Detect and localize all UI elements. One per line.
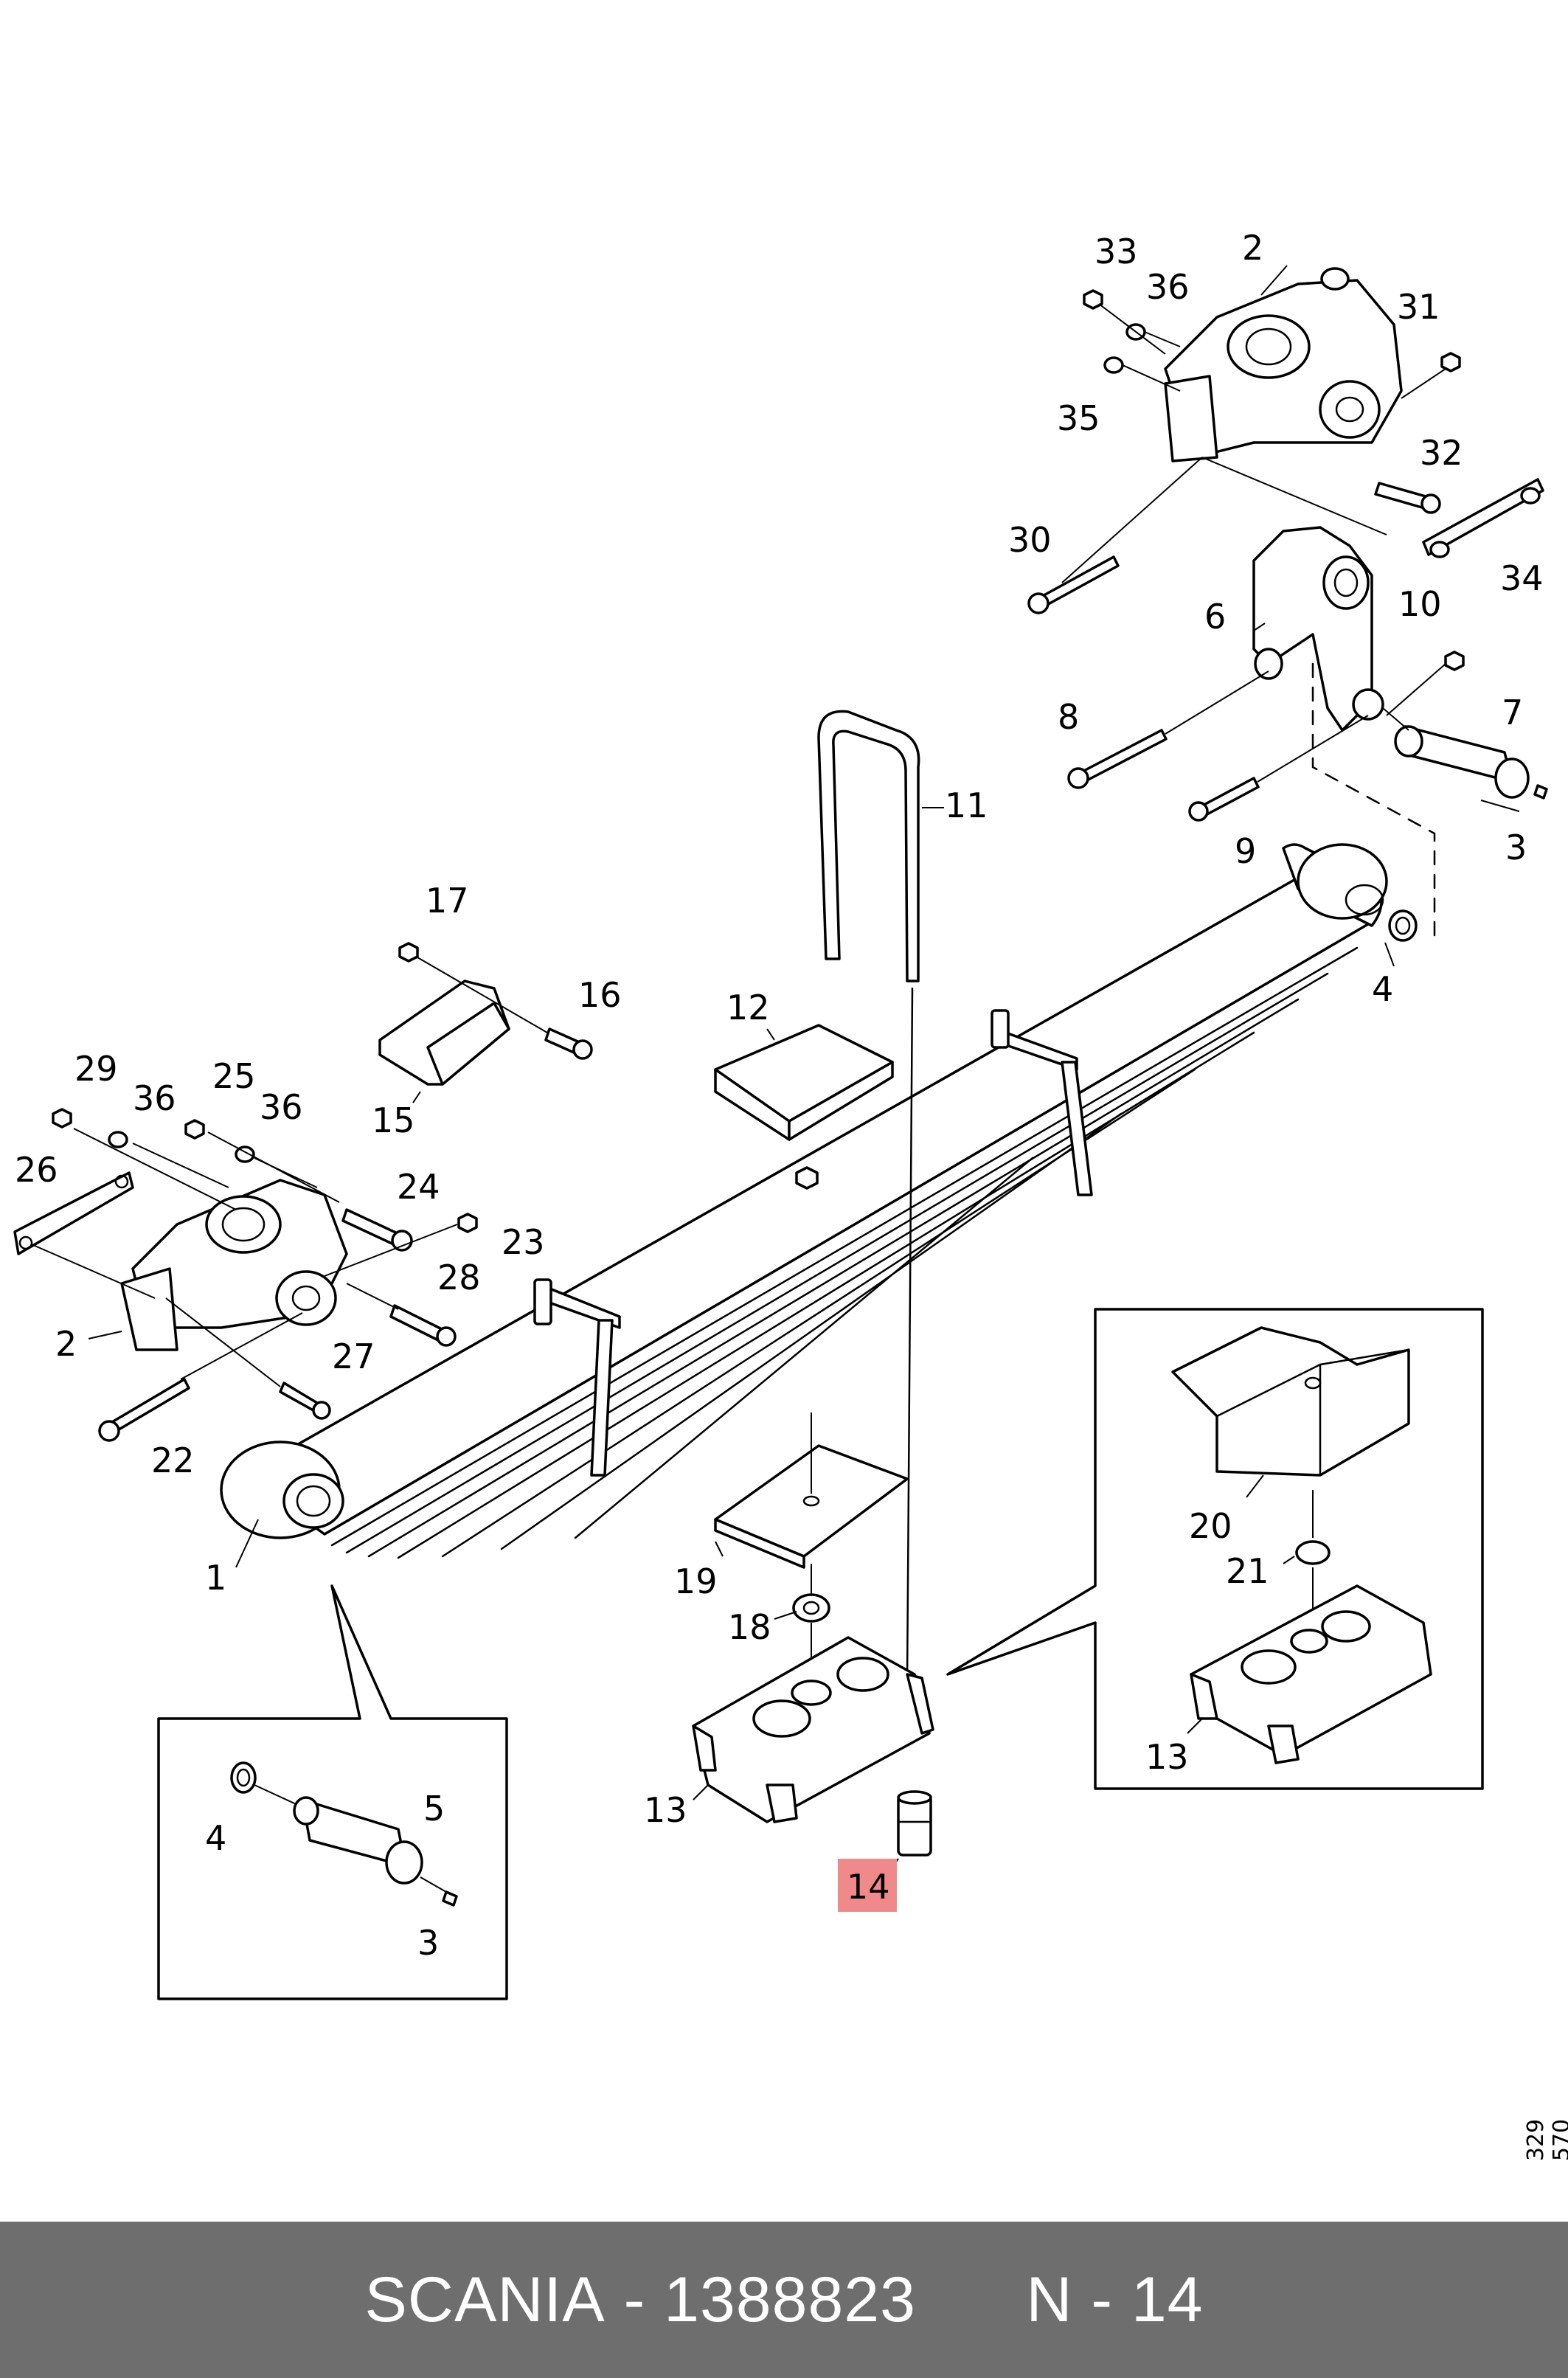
callout-2-rear: 2	[1242, 228, 1263, 268]
u-bolt	[817, 710, 920, 1683]
callout-14: 14	[847, 1867, 890, 1907]
callout-32: 32	[1420, 433, 1463, 473]
callout-36-rear: 36	[1146, 267, 1190, 307]
rear-spring-bracket	[1083, 267, 1461, 462]
callout-25: 25	[212, 1056, 256, 1096]
spring-clamp-front	[533, 1278, 621, 1477]
callout-24: 24	[397, 1167, 440, 1207]
front-spring-bracket	[120, 1179, 348, 1351]
spring-pin-7	[1394, 725, 1548, 800]
callout-15: 15	[372, 1100, 415, 1140]
exploded-parts-diagram: 1 2 2 3 3 4 4 5 6 7 8 9 10 11 12 13 13 1…	[13, 228, 1548, 2000]
callout-27: 27	[332, 1337, 375, 1376]
callout-3-rear: 3	[1505, 828, 1527, 867]
callout-20: 20	[1189, 1506, 1232, 1546]
reference-code: 329 570	[1523, 2118, 1568, 2161]
front-shackle-plate	[13, 1171, 134, 1255]
callout-29: 29	[74, 1049, 118, 1089]
shackle-dashed-outline	[1311, 662, 1436, 938]
callout-4-rear: 4	[1372, 969, 1393, 1009]
callout-6: 6	[1204, 597, 1226, 637]
shackle-6	[1252, 526, 1465, 732]
callout-36-front-b: 36	[260, 1087, 303, 1127]
callout-2-front: 2	[55, 1324, 77, 1364]
callout-21: 21	[1226, 1551, 1269, 1591]
callout-30: 30	[1008, 520, 1052, 560]
callout-35: 35	[1057, 398, 1100, 438]
callout-5: 5	[423, 1789, 445, 1828]
leaf-spring	[220, 843, 1388, 1559]
callout-10: 10	[1398, 584, 1442, 624]
callout-1: 1	[205, 1558, 226, 1598]
washer-4-rear	[1388, 909, 1418, 942]
spring-pad	[714, 1024, 894, 1190]
front-bolts	[52, 1108, 478, 1442]
callout-31: 31	[1397, 287, 1440, 327]
spring-plate	[714, 1412, 909, 1601]
callout-36-front-a: 36	[133, 1078, 176, 1118]
callout-9: 9	[1235, 831, 1256, 871]
rear-bolts	[1027, 478, 1544, 614]
callout-19: 19	[674, 1561, 718, 1601]
callout-34: 34	[1500, 558, 1544, 598]
callout-17: 17	[426, 881, 469, 921]
callout-13-detail: 13	[1145, 1737, 1189, 1777]
callout-11: 11	[945, 786, 988, 825]
footer-gap	[916, 2264, 1026, 2337]
callout-23: 23	[502, 1222, 545, 1262]
footer-position-label: N - 14	[1026, 2264, 1204, 2335]
callout-3-detail: 3	[417, 1923, 439, 1963]
nut-14	[897, 1790, 932, 1857]
callout-14-highlight	[838, 1859, 897, 1912]
bracket-15	[378, 942, 593, 1086]
detail-box-front-pin	[157, 1584, 508, 2000]
callout-13-main: 13	[644, 1790, 687, 1830]
spring-clamp-rear	[991, 1009, 1093, 1196]
footer-separator: -	[605, 2264, 665, 2335]
callout-18: 18	[728, 1607, 771, 1647]
callout-8: 8	[1058, 697, 1079, 737]
footer-bar: SCANIA - 1388823 N - 14	[0, 2222, 1568, 2378]
callout-labels: 1 2 2 3 3 4 4 5 6 7 8 9 10 11 12 13 13 1…	[15, 228, 1544, 1963]
callout-12: 12	[726, 988, 770, 1027]
footer-part-number: 1388823	[664, 2264, 916, 2335]
callout-4-detail: 4	[205, 1818, 226, 1858]
callout-16: 16	[578, 975, 622, 1015]
callout-28: 28	[437, 1258, 481, 1297]
detail-box-spring-seat	[946, 1308, 1484, 1790]
bolts-8-9	[1067, 729, 1260, 822]
callout-33: 33	[1095, 232, 1138, 271]
callout-7: 7	[1502, 693, 1523, 732]
footer-brand: SCANIA	[364, 2264, 606, 2335]
spring-seat	[692, 1636, 934, 1823]
callout-22: 22	[151, 1441, 195, 1480]
callout-26: 26	[15, 1150, 58, 1190]
